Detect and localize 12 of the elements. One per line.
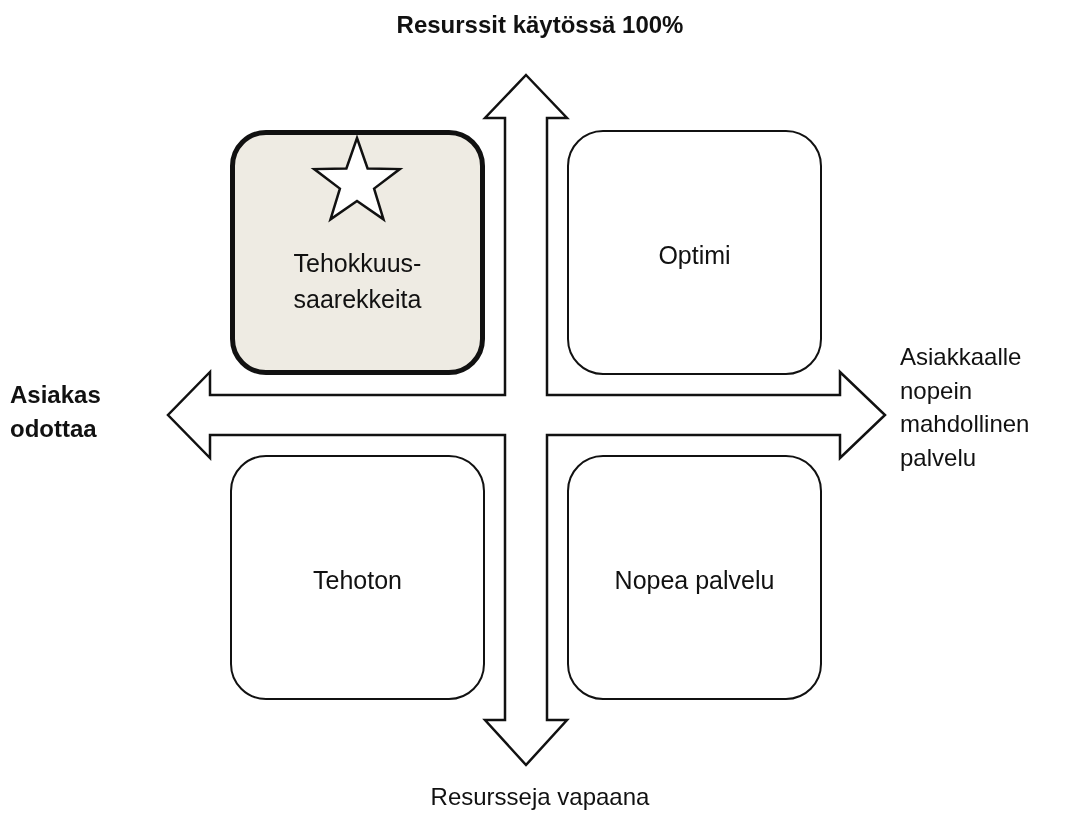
quadrant-label: Optimi [657, 240, 732, 271]
axis-label: Asiakas odottaa [10, 380, 102, 444]
axis-label: Resursseja vapaana [429, 782, 651, 812]
quadrant-label: Tehokkuus- saarekkeita [292, 248, 423, 316]
quadrant-box [230, 130, 485, 375]
quadrant-box [567, 130, 822, 375]
quadrant-box [567, 455, 822, 700]
quadrant-label: Nopea palvelu [613, 565, 776, 596]
axis-label: Asiakkaalle nopein mahdollinen palvelu [900, 342, 1031, 473]
quadrant-box [230, 455, 485, 700]
quadrant-label: Tehoton [312, 565, 403, 596]
axis-label: Resurssit käytössä 100% [395, 10, 685, 40]
